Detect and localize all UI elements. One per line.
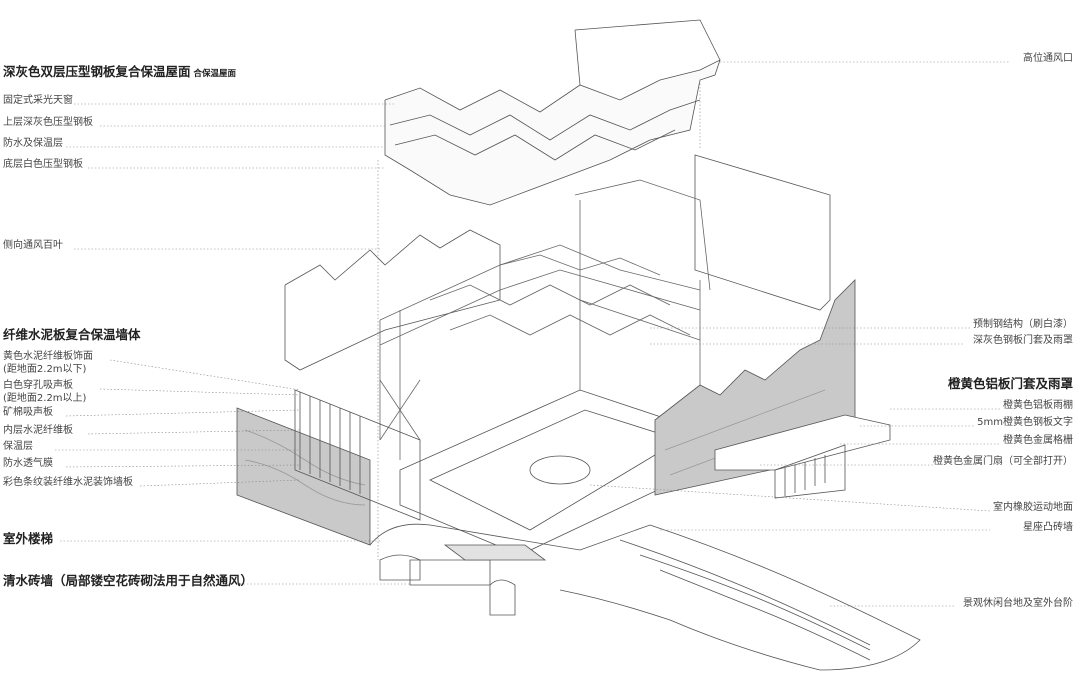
louver-label: 侧向通风百叶 [3, 240, 63, 251]
waterproof-label: 防水及保温层 [3, 138, 63, 149]
orange-grille-label: 橙黄色金属格栅 [1003, 435, 1073, 446]
rubber-floor-label: 室内橡胶运动地面 [993, 502, 1073, 513]
back-wall [694, 154, 831, 311]
deco-panel-label: 彩色条纹装纤维水泥装饰墙板 [3, 477, 133, 488]
wall-title-label: 纤维水泥板复合保温墙体 [3, 327, 141, 342]
skylight-label: 固定式采光天窗 [3, 95, 73, 106]
steel-letters-label: 5mm橙黄色钢板文字 [977, 417, 1073, 428]
orange-title-label: 橙黄色铝板门套及雨罩 [947, 376, 1073, 391]
left-wall [284, 229, 501, 371]
lower-steel-label: 底层白色压型钢板 [3, 159, 83, 170]
yellow-board-label: 黄色水泥纤维板饰面 [3, 351, 93, 362]
perforated-board-note: (距地面2.2m以上) [3, 393, 87, 404]
high-vent-label: 高位通风口 [1023, 53, 1073, 64]
leader-lines [55, 61, 1010, 607]
roof [384, 19, 721, 206]
roof-title-suffix: 合保温屋面 [193, 69, 237, 79]
steel-structure-label: 预制钢结构（刷白漆） [973, 319, 1073, 330]
entrance-canopy [714, 414, 891, 499]
orange-door-label: 橙黄色金属门扇（可全部打开） [933, 456, 1073, 467]
inner-board-label: 内层水泥纤维板 [3, 425, 73, 436]
brick-wall-label: 清水砖墙（局部镂空花砖砌法用于自然通风） [3, 573, 254, 588]
orange-canopy-label: 橙黄色铝板雨棚 [1003, 400, 1073, 411]
grey-door-label: 深灰色钢板门套及雨罩 [973, 335, 1073, 346]
grille-layer [294, 389, 421, 521]
membrane-label: 防水透气膜 [3, 458, 53, 469]
insulation-label: 保温层 [3, 441, 33, 452]
roof-title-label: 深灰色双层压型钢板复合保温屋面合保温屋面 [3, 64, 237, 79]
brick-star-label: 星座凸砖墙 [1023, 522, 1073, 533]
landscape-label: 景观休闲台地及室外台阶 [963, 598, 1073, 609]
mineral-wool-label: 矿棉吸声板 [3, 407, 53, 418]
perforated-board-label: 白色穿孔吸声板 [3, 380, 73, 391]
yellow-board-note: (距地面2.2m以下) [3, 364, 87, 375]
stair-label: 室外楼梯 [3, 531, 54, 546]
upper-steel-label: 上层深灰色压型钢板 [3, 117, 93, 128]
landscape-terraces [369, 523, 921, 671]
